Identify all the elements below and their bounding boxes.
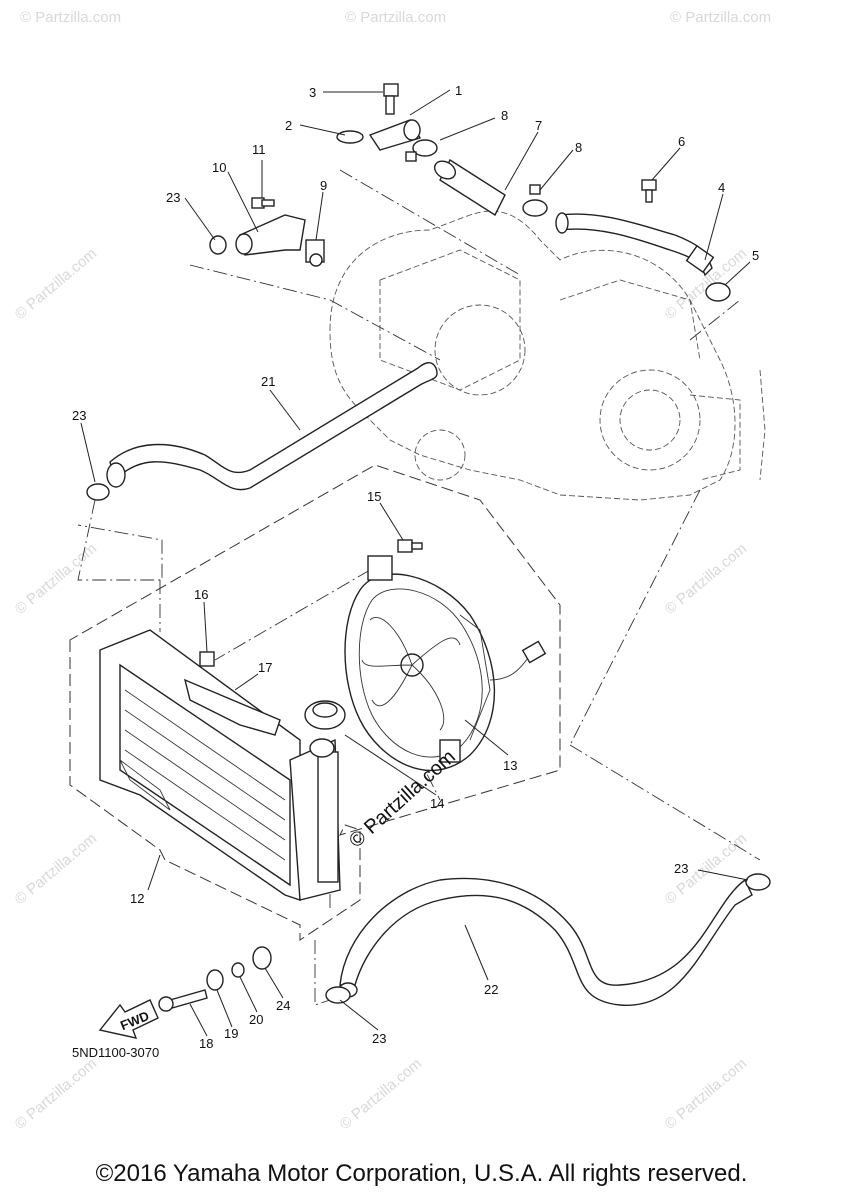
callout-16: 16 [194,587,208,602]
copyright-notice: ©2016 Yamaha Motor Corporation, U.S.A. A… [95,1160,748,1187]
clamp-23 [86,483,110,501]
clamp-8 [412,139,438,157]
callout-labels: 1 2 3 4 5 6 7 8 8 9 10 11 12 13 14 15 16… [72,83,759,1051]
callout-8b: 8 [575,140,582,155]
callout-9: 9 [320,178,327,193]
watermark: © Partzilla.com [12,245,100,323]
callout-leaders [80,89,751,1037]
watermark: © Partzilla.com [345,9,446,26]
filler-neck [309,738,335,758]
outlet-10-end [235,233,253,255]
callout-8a: 8 [501,108,508,123]
callout-24: 24 [276,998,290,1013]
hose-21 [109,362,438,491]
callout-5: 5 [752,248,759,263]
callout-13: 13 [503,758,517,773]
bracket-17 [183,678,281,736]
callout-2: 2 [285,118,292,133]
fwd-arrow: FWD [98,999,159,1039]
watermark: © Partzilla.com [12,830,100,908]
bolt-6-shank [645,189,653,203]
bolt-3 [383,83,399,97]
gasket-2 [336,130,364,144]
callout-1: 1 [455,83,462,98]
watermark: © Partzilla.com [670,9,771,26]
pipe-4 [559,213,713,277]
radiator-cap-14-top [312,702,338,718]
fan-13 [344,555,547,772]
clamp-8-screw [405,151,417,162]
callout-4: 4 [718,180,725,195]
callout-21: 21 [261,374,275,389]
callout-18: 18 [199,1036,213,1051]
clamp-8 [522,199,548,217]
watermark: © Partzilla.com [662,540,750,618]
clamp-23 [325,986,351,1004]
callout-23d: 23 [372,1031,386,1046]
radiator-assembly-boundary [69,464,561,941]
bolt-18-head [158,996,174,1012]
callout-22: 22 [484,982,498,997]
watermark: © Partzilla.com [12,1055,100,1133]
grommet-24 [252,946,272,970]
callout-12: 12 [130,891,144,906]
callout-14: 14 [430,796,444,811]
callout-20: 20 [249,1012,263,1027]
watermark: © Partzilla.com [337,1055,425,1133]
pipe-4-end [555,212,569,234]
hose-7-end [433,160,457,180]
callout-19: 19 [224,1026,238,1041]
mounting-hardware [158,946,272,1012]
watermark: © Partzilla.com [12,540,100,618]
o-ring-5 [705,282,731,302]
engine-block [329,210,766,501]
callout-15: 15 [367,489,381,504]
clamp-8-screw [529,184,541,195]
bolt-15 [397,539,413,553]
pipe-1-end [403,119,421,141]
radiator-12 [99,629,341,901]
diagram-code: 5ND1100-3070 [72,1045,160,1060]
callout-17: 17 [258,660,272,675]
hose-21-end [106,462,126,488]
watermark: © Partzilla.com [20,9,121,26]
bolt-11-shank [261,199,275,207]
nut-16 [199,651,215,667]
callout-23a: 23 [166,190,180,205]
callout-10: 10 [212,160,226,175]
bolt-15-shank [411,542,423,550]
collar-20 [231,962,245,978]
bolt-6 [641,179,657,191]
callout-7: 7 [535,118,542,133]
watermark: © Partzilla.com [662,1055,750,1133]
thermostat-9-spring [309,253,323,267]
bolt-18 [169,989,208,1009]
callout-23c: 23 [674,861,688,876]
callout-11: 11 [252,142,266,157]
callout-3: 3 [309,85,316,100]
clamp-23 [745,873,771,891]
pipe-4-fitting [685,244,715,274]
outlet-10 [239,214,306,256]
clamp-23 [209,235,227,255]
callout-23b: 23 [72,408,86,423]
washer-19 [206,969,224,991]
bolt-3-shank [385,95,395,115]
callout-6: 6 [678,134,685,149]
hose-22 [339,877,753,1006]
